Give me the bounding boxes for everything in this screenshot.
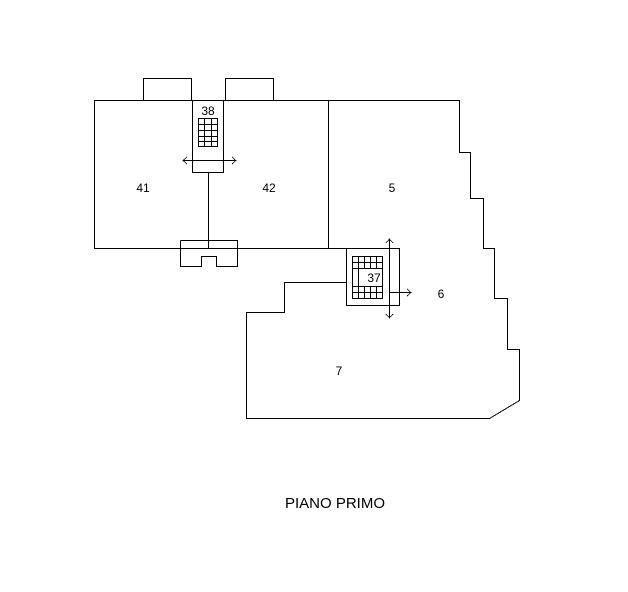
right-block-outline (246, 100, 520, 419)
room-label-42: 42 (262, 181, 276, 195)
room-label-5: 5 (389, 181, 396, 195)
top-protrusion-right (225, 78, 274, 101)
room-label-38: 38 (201, 104, 215, 118)
right-block (246, 100, 520, 419)
room-label-7: 7 (336, 364, 343, 378)
room-label-41: 41 (136, 181, 150, 195)
room-label-37: 37 (367, 271, 381, 285)
room-label-6: 6 (438, 287, 445, 301)
floor-title: PIANO PRIMO (285, 495, 385, 512)
top-protrusion-left (143, 78, 192, 101)
bottom-bay (180, 240, 238, 267)
left-block (94, 78, 329, 267)
stair-37 (346, 238, 412, 319)
